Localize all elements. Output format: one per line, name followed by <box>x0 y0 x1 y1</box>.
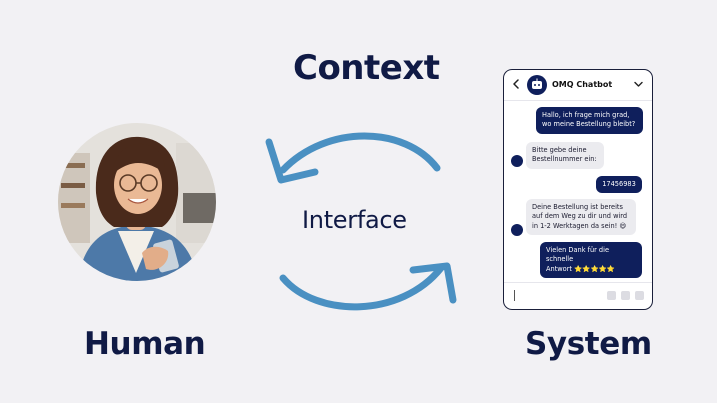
chatbot-avatar <box>527 75 547 95</box>
interface-label: Interface <box>302 206 407 234</box>
chat-window: OMQ Chatbot Hallo, ich frage mich grad, … <box>503 69 653 310</box>
chat-message-bot: Bitte gebe deine Bestellnummer ein: <box>526 142 604 169</box>
diagram-title: Context <box>293 48 440 88</box>
arrow-to-system <box>279 264 445 311</box>
emoji-button[interactable] <box>621 291 630 300</box>
chat-message-user: Vielen Dank für die schnelle Antwort ⭐⭐⭐… <box>540 242 642 279</box>
arrow-to-human <box>279 132 441 174</box>
chat-message-user: 17456983 <box>596 176 642 194</box>
chevron-down-icon[interactable] <box>634 81 643 88</box>
chat-message-bot: Deine Bestellung ist bereits auf dem Weg… <box>526 199 636 236</box>
robot-icon <box>532 78 542 89</box>
cycle-arrows <box>255 120 475 320</box>
bot-avatar-small <box>511 155 523 167</box>
chat-header: OMQ Chatbot <box>504 70 652 101</box>
human-portrait <box>58 123 216 281</box>
bot-avatar-small <box>511 224 523 236</box>
system-label: System <box>525 326 652 362</box>
human-label: Human <box>84 326 206 362</box>
chat-header-title: OMQ Chatbot <box>552 80 613 89</box>
attachment-button[interactable] <box>607 291 616 300</box>
back-arrow-icon[interactable] <box>512 79 520 89</box>
send-button[interactable] <box>635 291 644 300</box>
chat-message-user: Hallo, ich frage mich grad, wo meine Bes… <box>536 107 643 134</box>
chat-input-bar[interactable] <box>504 282 652 309</box>
text-caret <box>514 290 515 301</box>
